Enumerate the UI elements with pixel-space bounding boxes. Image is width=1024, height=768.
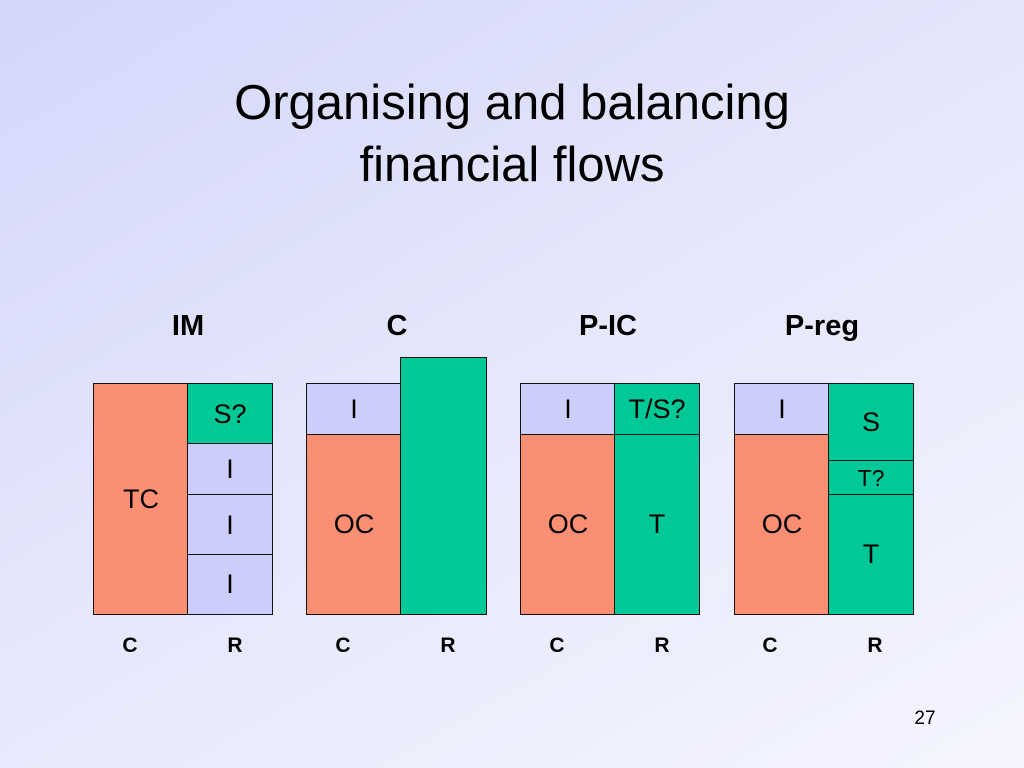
preg-revenue-t: T: [828, 494, 914, 615]
title-line-2: financial flows: [359, 138, 665, 192]
preg-cost-i: I: [734, 383, 830, 436]
pic-cost-oc: OC: [520, 434, 616, 615]
group-label-p-reg: P-reg: [784, 310, 860, 342]
group-label-p-ic: P-IC: [579, 310, 637, 342]
im-revenue-s: S?: [187, 383, 273, 445]
pic-revenue-ts: T/S?: [614, 383, 700, 436]
group-label-im: IM: [171, 310, 205, 342]
im-revenue-i-2: I: [187, 494, 273, 556]
im-col-label-r: R: [227, 634, 243, 657]
pic-revenue-t: T: [614, 434, 700, 615]
pic-col-label-r: R: [654, 634, 670, 657]
c-cost-oc: OC: [306, 434, 402, 615]
preg-col-label-c: C: [762, 634, 778, 657]
title-line-1: Organising and balancing: [234, 76, 790, 130]
c-cost-i: I: [306, 383, 402, 436]
preg-revenue-t-question: T?: [828, 460, 914, 496]
preg-revenue-s: S: [828, 383, 914, 462]
c-col-label-r: R: [440, 634, 456, 657]
page-number: 27: [914, 708, 936, 729]
preg-cost-oc: OC: [734, 434, 830, 615]
im-col-label-c: C: [122, 634, 138, 657]
group-label-c: C: [386, 310, 408, 342]
pic-cost-i: I: [520, 383, 616, 436]
im-revenue-i-3: I: [187, 554, 273, 615]
slide-title: Organising and balancing financial flows: [0, 72, 1024, 196]
preg-col-label-r: R: [867, 634, 883, 657]
c-col-label-c: C: [335, 634, 351, 657]
im-cost-tc: TC: [93, 383, 189, 615]
pic-col-label-c: C: [549, 634, 565, 657]
im-revenue-i-1: I: [187, 443, 273, 496]
c-revenue-block: [400, 357, 487, 615]
